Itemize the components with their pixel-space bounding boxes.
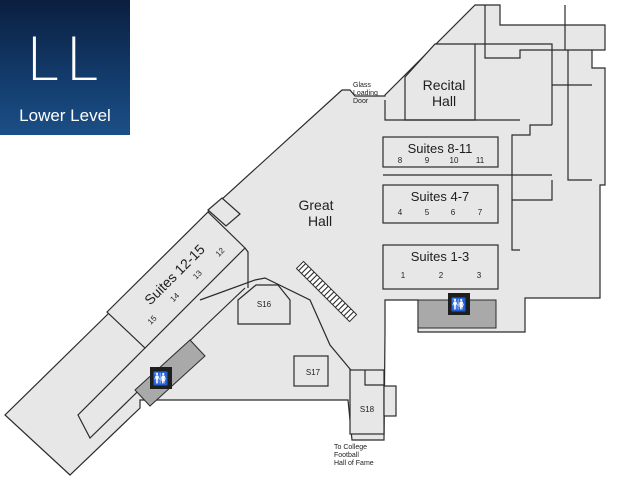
restroom-glyph: 🚻 (153, 371, 169, 387)
level-code: LL (25, 25, 105, 95)
recital-hall-label-line1: Recital (423, 77, 466, 93)
restroom-icon (150, 367, 172, 389)
s18-room (349, 369, 385, 435)
core-wall (199, 277, 356, 376)
suite-number: 6 (451, 208, 456, 217)
s17-label: S17 (306, 368, 321, 377)
s18-annex (383, 385, 397, 417)
recital-wall (475, 43, 553, 125)
glass-loading-door-line1: Glass (353, 82, 371, 89)
east-corridor (511, 124, 552, 200)
s18-label: S18 (360, 405, 375, 414)
suites-4-7-title: Suites 4-7 (411, 189, 470, 204)
recital-wall (384, 100, 405, 121)
suite-number: 9 (425, 156, 430, 165)
great-hall-label-line2: Hall (308, 213, 332, 229)
restroom-glyph: 🚻 (451, 297, 467, 313)
glass-loading-door-line3: Door (353, 98, 369, 105)
suite-number: 1 (401, 271, 406, 280)
loading-stub (207, 197, 241, 227)
suites-4-7-room (382, 184, 499, 224)
suite-number: 11 (476, 156, 485, 165)
upper-wall (484, 5, 566, 59)
glass-loading-door-line2: Loading (353, 90, 378, 97)
suite-number: 5 (425, 208, 430, 217)
suites-1-3-title: Suites 1-3 (411, 249, 470, 264)
east-corridor (552, 84, 592, 181)
recital-hall-label-line2: Hall (432, 93, 456, 109)
s16-room (237, 284, 291, 325)
suites-1-3-room (382, 244, 499, 290)
suite-number: 3 (477, 271, 482, 280)
suite-number: 10 (450, 156, 459, 165)
building-outline (4, 4, 606, 476)
diagonal-corridor (244, 247, 249, 288)
restroom-icon (448, 293, 470, 315)
level-badge: LL Lower Level (0, 0, 130, 135)
college-football-line2: Football (334, 452, 359, 459)
suite-number: 7 (478, 208, 483, 217)
college-football-line3: Hall of Fame (334, 460, 374, 467)
stairs (295, 260, 358, 323)
s18-inner-wall (364, 370, 384, 386)
suites-8-11-title: Suites 8-11 (408, 141, 473, 156)
college-football-line1: To College (334, 444, 367, 451)
s17-room (293, 355, 329, 387)
suite-number: 2 (439, 271, 444, 280)
suite-number: 4 (398, 208, 403, 217)
great-hall-label-line1: Great (298, 197, 333, 213)
suite-number: 8 (398, 156, 403, 165)
diagonal-corridor (77, 287, 246, 439)
s16-label: S16 (257, 300, 272, 309)
suites-8-11-room (382, 136, 499, 168)
level-name: Lower Level (19, 106, 111, 125)
